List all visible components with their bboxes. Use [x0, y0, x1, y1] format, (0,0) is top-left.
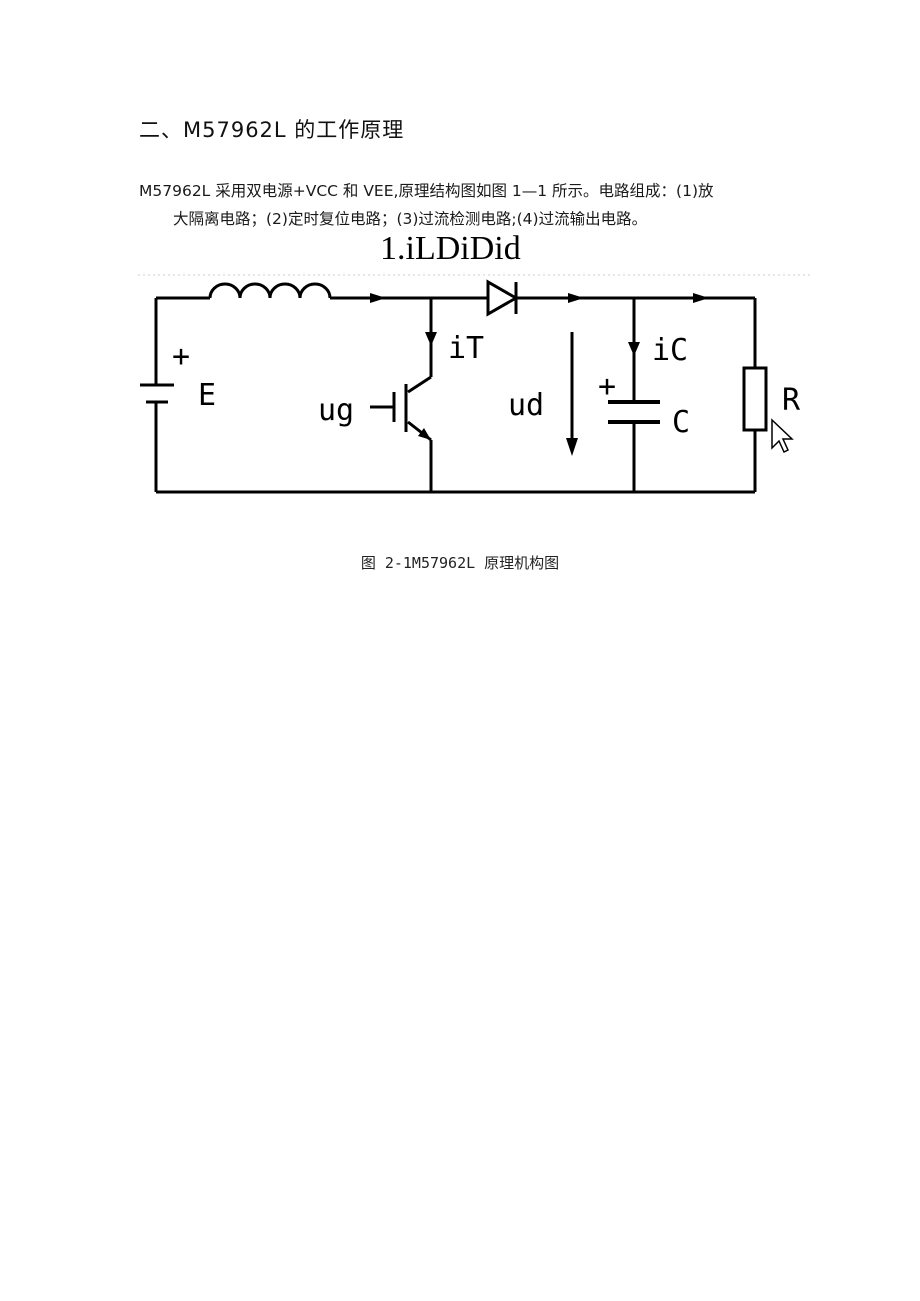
circuit-wires — [154, 282, 757, 494]
gate-voltage-label: ug — [318, 393, 354, 428]
capacitor-label: C — [672, 405, 690, 440]
body-paragraph: M57962L 采用双电源+VCC 和 VEE,原理结构图如图 1—1 所示。电… — [139, 177, 789, 233]
mouse-cursor-icon — [771, 418, 794, 454]
plus-capacitor-label: + — [598, 369, 616, 404]
circuit-diagram: + E iT ug ud iC + C R — [138, 272, 810, 498]
paragraph-line-2: 大隔离电路；(2)定时复位电路；(3)过流检测电路;(4)过流输出电路。 — [173, 210, 648, 228]
capacitor-symbol — [608, 400, 660, 424]
resistor-symbol — [742, 366, 768, 432]
diode-symbol — [486, 279, 520, 317]
emitter-arrow — [418, 428, 431, 440]
resistor-label: R — [782, 383, 801, 418]
figure-overlay-text: 1.iLDiDid — [380, 230, 521, 267]
transistor-current-label: iT — [448, 331, 484, 366]
circuit-svg: + E iT ug ud iC + C R — [138, 274, 810, 494]
plus-source-label: + — [172, 339, 190, 374]
paragraph-line-1: M57962L 采用双电源+VCC 和 VEE,原理结构图如图 1—1 所示。电… — [139, 182, 714, 200]
transistor-symbol — [370, 384, 408, 432]
battery-symbol — [140, 383, 174, 404]
capacitor-current-label: iC — [652, 333, 688, 368]
section-heading: 二、M57962L 的工作原理 — [139, 118, 405, 142]
diode-voltage-label: ud — [508, 388, 544, 423]
source-label: E — [198, 378, 216, 413]
inductor-coil — [208, 282, 332, 299]
current-arrows — [370, 293, 709, 456]
figure-caption: 图 2-1M57962L 原理机构图 — [360, 554, 560, 572]
